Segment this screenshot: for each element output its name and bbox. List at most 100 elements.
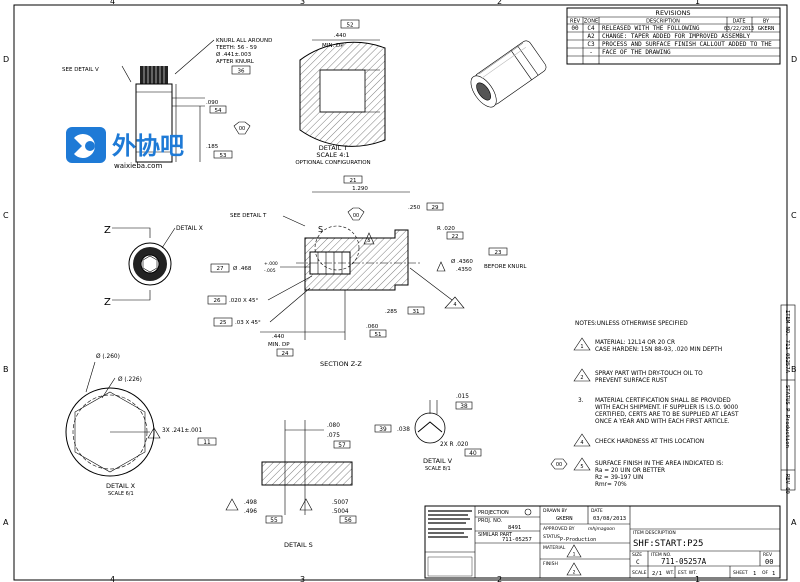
revisions-table: REVISIONS REV ZONE DESCRIPTION DATE BY 0… — [566, 7, 781, 65]
scale-value: 2/1 — [652, 571, 662, 577]
rev-label: REV — [763, 552, 773, 558]
finish-label: FINISH — [543, 561, 558, 567]
detail-s-marker: S — [318, 225, 323, 234]
balloon-39 — [374, 424, 392, 433]
zone-right-d: D — [791, 55, 797, 64]
title-block: PROJECTION PROJ. NO. 8491 SIMILAR PART 7… — [424, 505, 781, 579]
rev-value: 00 — [765, 558, 773, 566]
dim-r020: R .020 — [437, 226, 455, 232]
balloon-51 — [369, 329, 387, 338]
detail-v-circle — [414, 412, 446, 444]
balloon-57-text: 57 — [338, 443, 346, 449]
drawn-by-label: DRAWN BY — [543, 508, 567, 514]
end-view-detail-x-label: DETAIL X — [176, 225, 203, 232]
tol-plus: +.000 — [264, 261, 278, 267]
note-3-mark: 3. — [578, 398, 584, 404]
dim-496: .496 — [244, 509, 257, 515]
note-5-line: SURFACE FINISH IN THE AREA INDICATED IS: — [595, 461, 724, 467]
note-4-line: CHECK HARDNESS AT THIS LOCATION — [595, 439, 704, 445]
side-strip: ITEM NO. 711-05257A STATUS P-Production … — [780, 304, 796, 494]
description-col-header: DESCRIPTION — [646, 19, 680, 25]
balloon-11-text: 11 — [203, 440, 211, 446]
material-label: MATERIAL — [543, 545, 566, 551]
note-5-line: Rz = 39-197 UIN — [595, 475, 643, 481]
dim-060: .060 — [366, 324, 379, 330]
dim-285: .285 — [385, 309, 398, 315]
knurl-head — [140, 66, 168, 84]
item-no-label: ITEM NO. — [651, 552, 671, 558]
dim-dia-226: Ø (.226) — [118, 376, 142, 383]
detail-x-scale: SCALE 6/1 — [108, 491, 134, 497]
projection-symbol — [524, 508, 532, 516]
balloon-51-text: 51 — [375, 332, 382, 338]
balloon-24-text: 24 — [282, 351, 289, 357]
scale-label: SCALE — [632, 570, 647, 576]
proj-no-value: 8491 — [508, 525, 521, 531]
revision-row-zone: C3 — [587, 41, 595, 48]
notes-heading: NOTES:UNLESS OTHERWISE SPECIFIED — [575, 321, 688, 327]
note-1-mark: 1 — [580, 344, 583, 350]
balloon-54-text: 54 — [215, 108, 222, 114]
section-hatch-body — [304, 229, 409, 291]
size-label: SIZE — [632, 552, 642, 558]
material-note-flag-text: 1 — [573, 552, 576, 558]
revision-row-date: 03/22/2013 — [724, 26, 754, 32]
dim-015: .015 — [456, 394, 469, 400]
revision-row-zone: A2 — [587, 33, 595, 40]
zone-right-c: C — [791, 211, 797, 220]
of-value: 1 — [772, 571, 775, 577]
section-z-z-title: SECTION Z-Z — [320, 360, 362, 368]
dim-section-440: .440 — [272, 334, 285, 340]
material-note-flag — [566, 544, 582, 558]
dim-090: .090 — [206, 100, 219, 106]
tol-minus: -.005 — [264, 268, 276, 274]
balloon-53-text: 53 — [220, 153, 227, 159]
revision-row-desc: PROCESS AND SURFACE FINISH CALLOUT ADDED… — [602, 41, 772, 48]
balloon-52 — [340, 19, 360, 29]
dim-dia-260: Ø (.260) — [96, 353, 120, 360]
zone-bottom-4: 4 — [110, 575, 115, 582]
shaft-body — [135, 83, 173, 163]
watermark: 外协吧 waixieba.com — [66, 127, 184, 170]
note-5-hex: 00 — [556, 462, 562, 468]
zone-top-1: 1 — [695, 0, 700, 6]
zone-right-b: B — [791, 365, 797, 374]
revision-row-rev: 00 — [571, 25, 579, 32]
revision-row-by: GKERN — [758, 26, 775, 32]
detail-s-title: DETAIL S — [284, 541, 313, 549]
dim-4350: .4350 — [456, 267, 472, 273]
balloon-25-text: 25 — [220, 320, 227, 326]
end-view: Z Z DETAIL X — [104, 225, 203, 308]
dim-468: Ø .468 — [233, 265, 252, 272]
dim-075: .075 — [327, 433, 340, 439]
balloon-38 — [455, 401, 473, 410]
detail-t-scale: SCALE 4:1 — [316, 151, 349, 159]
balloon-11 — [197, 437, 217, 446]
side-item-no: ITEM NO. 711-05257A — [784, 310, 790, 374]
balloon-36 — [231, 65, 251, 75]
finish-note-flag — [566, 562, 582, 576]
sheet-label: SHEET — [733, 570, 748, 576]
detail-v-title: DETAIL V — [423, 457, 453, 465]
revision-row-desc: RELEASED WITH THE FOLLOWING — [602, 25, 700, 32]
detail-x-title: DETAIL X — [106, 482, 136, 490]
note-5-line: Rmr= 70% — [595, 482, 627, 488]
projection-label: PROJECTION — [478, 510, 509, 516]
section-marker-z-bottom: Z — [104, 297, 111, 308]
balloon-22 — [446, 231, 464, 240]
balloon-26 — [207, 295, 227, 305]
balloon-25 — [213, 317, 233, 327]
balloon-21-text: 21 — [350, 178, 357, 184]
dim-080: .080 — [327, 423, 340, 429]
detail-x-outer-circle — [65, 387, 155, 477]
balloon-36-text: 36 — [238, 69, 245, 75]
of-label: OF — [762, 570, 769, 576]
dim-chamfer-020: .020 X 45° — [229, 298, 259, 304]
note-1-line: MATERIAL: 12L14 OR 20 CR — [595, 340, 675, 346]
zone-left-c: C — [3, 211, 9, 220]
note-5-line: Ra = 20 UIN OR BETTER — [595, 468, 665, 474]
item-no-value: 711-05257A — [661, 557, 707, 566]
est-weight-label: EST. WT. — [678, 570, 697, 576]
date-col-header: DATE — [732, 19, 745, 25]
